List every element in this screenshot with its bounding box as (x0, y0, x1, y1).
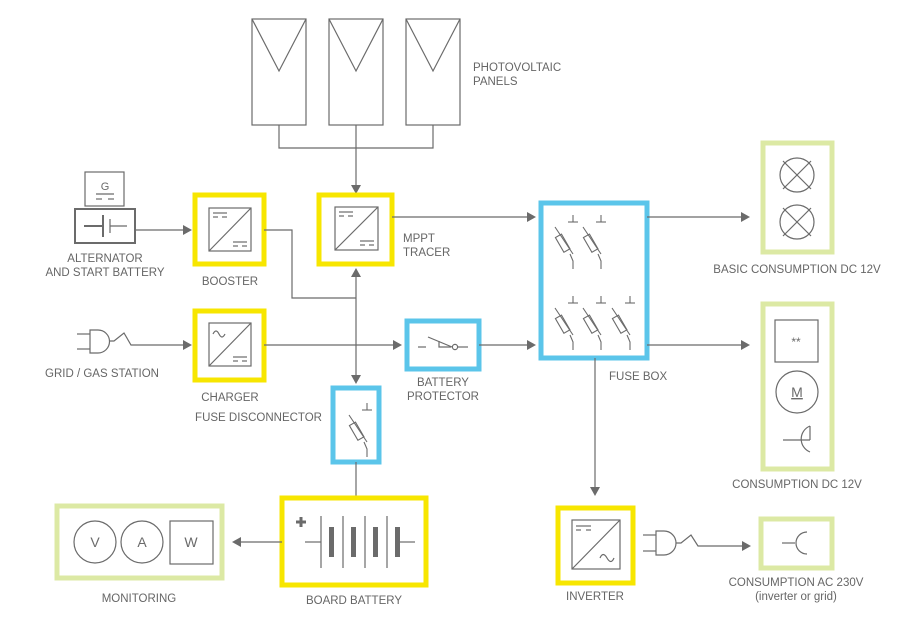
inverter-node[interactable] (555, 505, 636, 586)
arrow-icon (393, 340, 402, 350)
monitoring-node[interactable]: V A W (54, 503, 225, 581)
dc-ac-converter-icon (571, 519, 621, 570)
arrow-icon (351, 375, 361, 384)
pv-panels (251, 18, 461, 194)
fuse-icon (582, 296, 606, 350)
wattmeter-glyph: W (184, 534, 198, 550)
ammeter-glyph: A (137, 534, 147, 550)
pv-panel (251, 18, 307, 126)
pv-label-line2: PANELS (473, 76, 518, 88)
lamp-icon (779, 204, 815, 240)
motor-icon (775, 370, 819, 414)
arrow-icon (351, 185, 361, 194)
consumption-ac-label-line2: (inverter or grid) (755, 591, 837, 603)
start-battery-icon (74, 208, 136, 244)
charger-node[interactable] (192, 308, 267, 383)
booster-node[interactable] (192, 192, 267, 267)
ammeter-icon (120, 520, 164, 564)
fridge-icon (774, 319, 819, 363)
dc-dc-converter-icon (208, 207, 252, 252)
alternator-label-line1: ALTERNATOR (67, 253, 142, 265)
arrow-icon (741, 212, 750, 222)
alternator-and-start-battery: G (74, 171, 136, 244)
fuse-icon (554, 215, 578, 269)
voltmeter-icon (73, 520, 117, 564)
wattmeter-icon (169, 520, 214, 565)
lamp-icon (779, 157, 815, 193)
board-battery-node[interactable] (279, 495, 429, 588)
arrow-icon (590, 487, 600, 496)
basic-consumption-node[interactable] (760, 140, 835, 255)
mppt-label-line1: MPPT (403, 233, 435, 245)
fuse-disconnector-node[interactable] (330, 385, 382, 465)
booster-label: BOOSTER (202, 276, 258, 288)
charger-label: CHARGER (201, 392, 259, 404)
battery-icon (296, 516, 415, 568)
battery-protector-label-line1: BATTERY (417, 377, 469, 389)
mppt-tracer-node[interactable] (316, 192, 395, 267)
arrow-icon (183, 225, 192, 235)
consumption-dc-node[interactable]: ** M (760, 301, 835, 472)
pv-panel (328, 18, 384, 126)
dc-dc-converter-icon (334, 206, 379, 251)
voltmeter-glyph: V (90, 534, 100, 550)
ac-dc-converter-icon (208, 322, 252, 367)
fuse-icon (554, 296, 578, 350)
switch-icon (418, 336, 468, 351)
arrow-icon (527, 212, 536, 222)
fuse-box-label: FUSE BOX (609, 371, 667, 383)
fuse-icon (348, 403, 372, 457)
arrow-icon (351, 268, 361, 277)
basic-consumption-label: BASIC CONSUMPTION DC 12V (713, 264, 881, 276)
socket-icon (782, 531, 808, 555)
fuse-icon (348, 403, 372, 457)
booster-wire (264, 229, 356, 299)
arrow-icon (183, 340, 192, 350)
arrow-icon (742, 541, 751, 551)
grid-label: GRID / GAS STATION (45, 368, 159, 380)
arrow-icon (232, 537, 241, 547)
fuse-box-node[interactable] (538, 200, 650, 361)
motor-glyph: M (791, 384, 803, 400)
board-battery-label: BOARD BATTERY (306, 595, 402, 607)
consumption-ac-node[interactable] (758, 516, 835, 571)
socket-icon (783, 425, 811, 453)
arrow-icon (741, 340, 750, 350)
battery-protector-node[interactable] (404, 318, 482, 372)
pv-label-line1: PHOTOVOLTAIC (473, 62, 561, 74)
fuse-icon (611, 296, 635, 350)
arrow-icon (527, 340, 536, 350)
ac-plug-icon (643, 530, 742, 556)
fuse-icons (554, 215, 635, 350)
generator-glyph: G (101, 181, 110, 193)
fuse-icon (582, 215, 606, 269)
pv-panel (405, 18, 461, 126)
inverter-label: INVERTER (566, 591, 624, 603)
battery-protector-label-line2: PROTECTOR (407, 391, 479, 403)
fuse-disconnector-label: FUSE DISCONNECTOR (195, 412, 322, 424)
fridge-glyph: ** (791, 335, 801, 349)
monitoring-label: MONITORING (102, 593, 177, 605)
alternator-label-line2: AND START BATTERY (45, 267, 164, 279)
grid-plug-icon (77, 329, 183, 354)
consumption-ac-label-line1: CONSUMPTION AC 230V (729, 577, 864, 589)
mppt-label-line2: TRACER (403, 247, 450, 259)
consumption-dc-label: CONSUMPTION DC 12V (732, 479, 862, 491)
generator-icon (84, 171, 125, 207)
